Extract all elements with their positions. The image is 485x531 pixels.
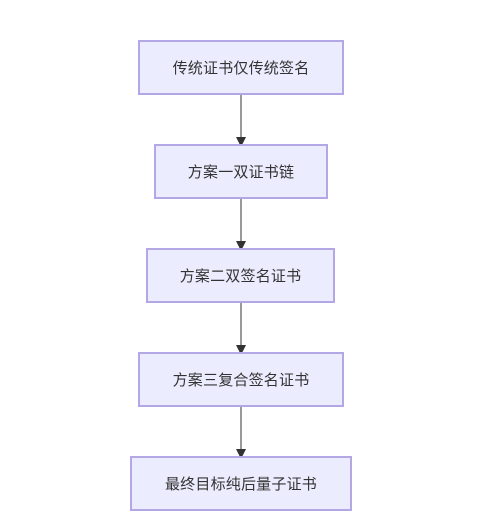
node-final-pure-post-quantum: 最终目标纯后量子证书 (130, 456, 352, 511)
node-scheme-three-composite-signature: 方案三复合签名证书 (138, 352, 344, 407)
node-label: 传统证书仅传统签名 (172, 59, 310, 77)
node-label: 方案一双证书链 (187, 163, 295, 181)
node-label: 方案三复合签名证书 (172, 371, 310, 389)
node-traditional-certificate: 传统证书仅传统签名 (138, 40, 344, 95)
node-scheme-one-dual-chain: 方案一双证书链 (154, 144, 328, 199)
node-scheme-two-dual-signature: 方案二双签名证书 (146, 248, 335, 303)
node-label: 方案二双签名证书 (179, 267, 302, 285)
node-label: 最终目标纯后量子证书 (164, 475, 317, 493)
